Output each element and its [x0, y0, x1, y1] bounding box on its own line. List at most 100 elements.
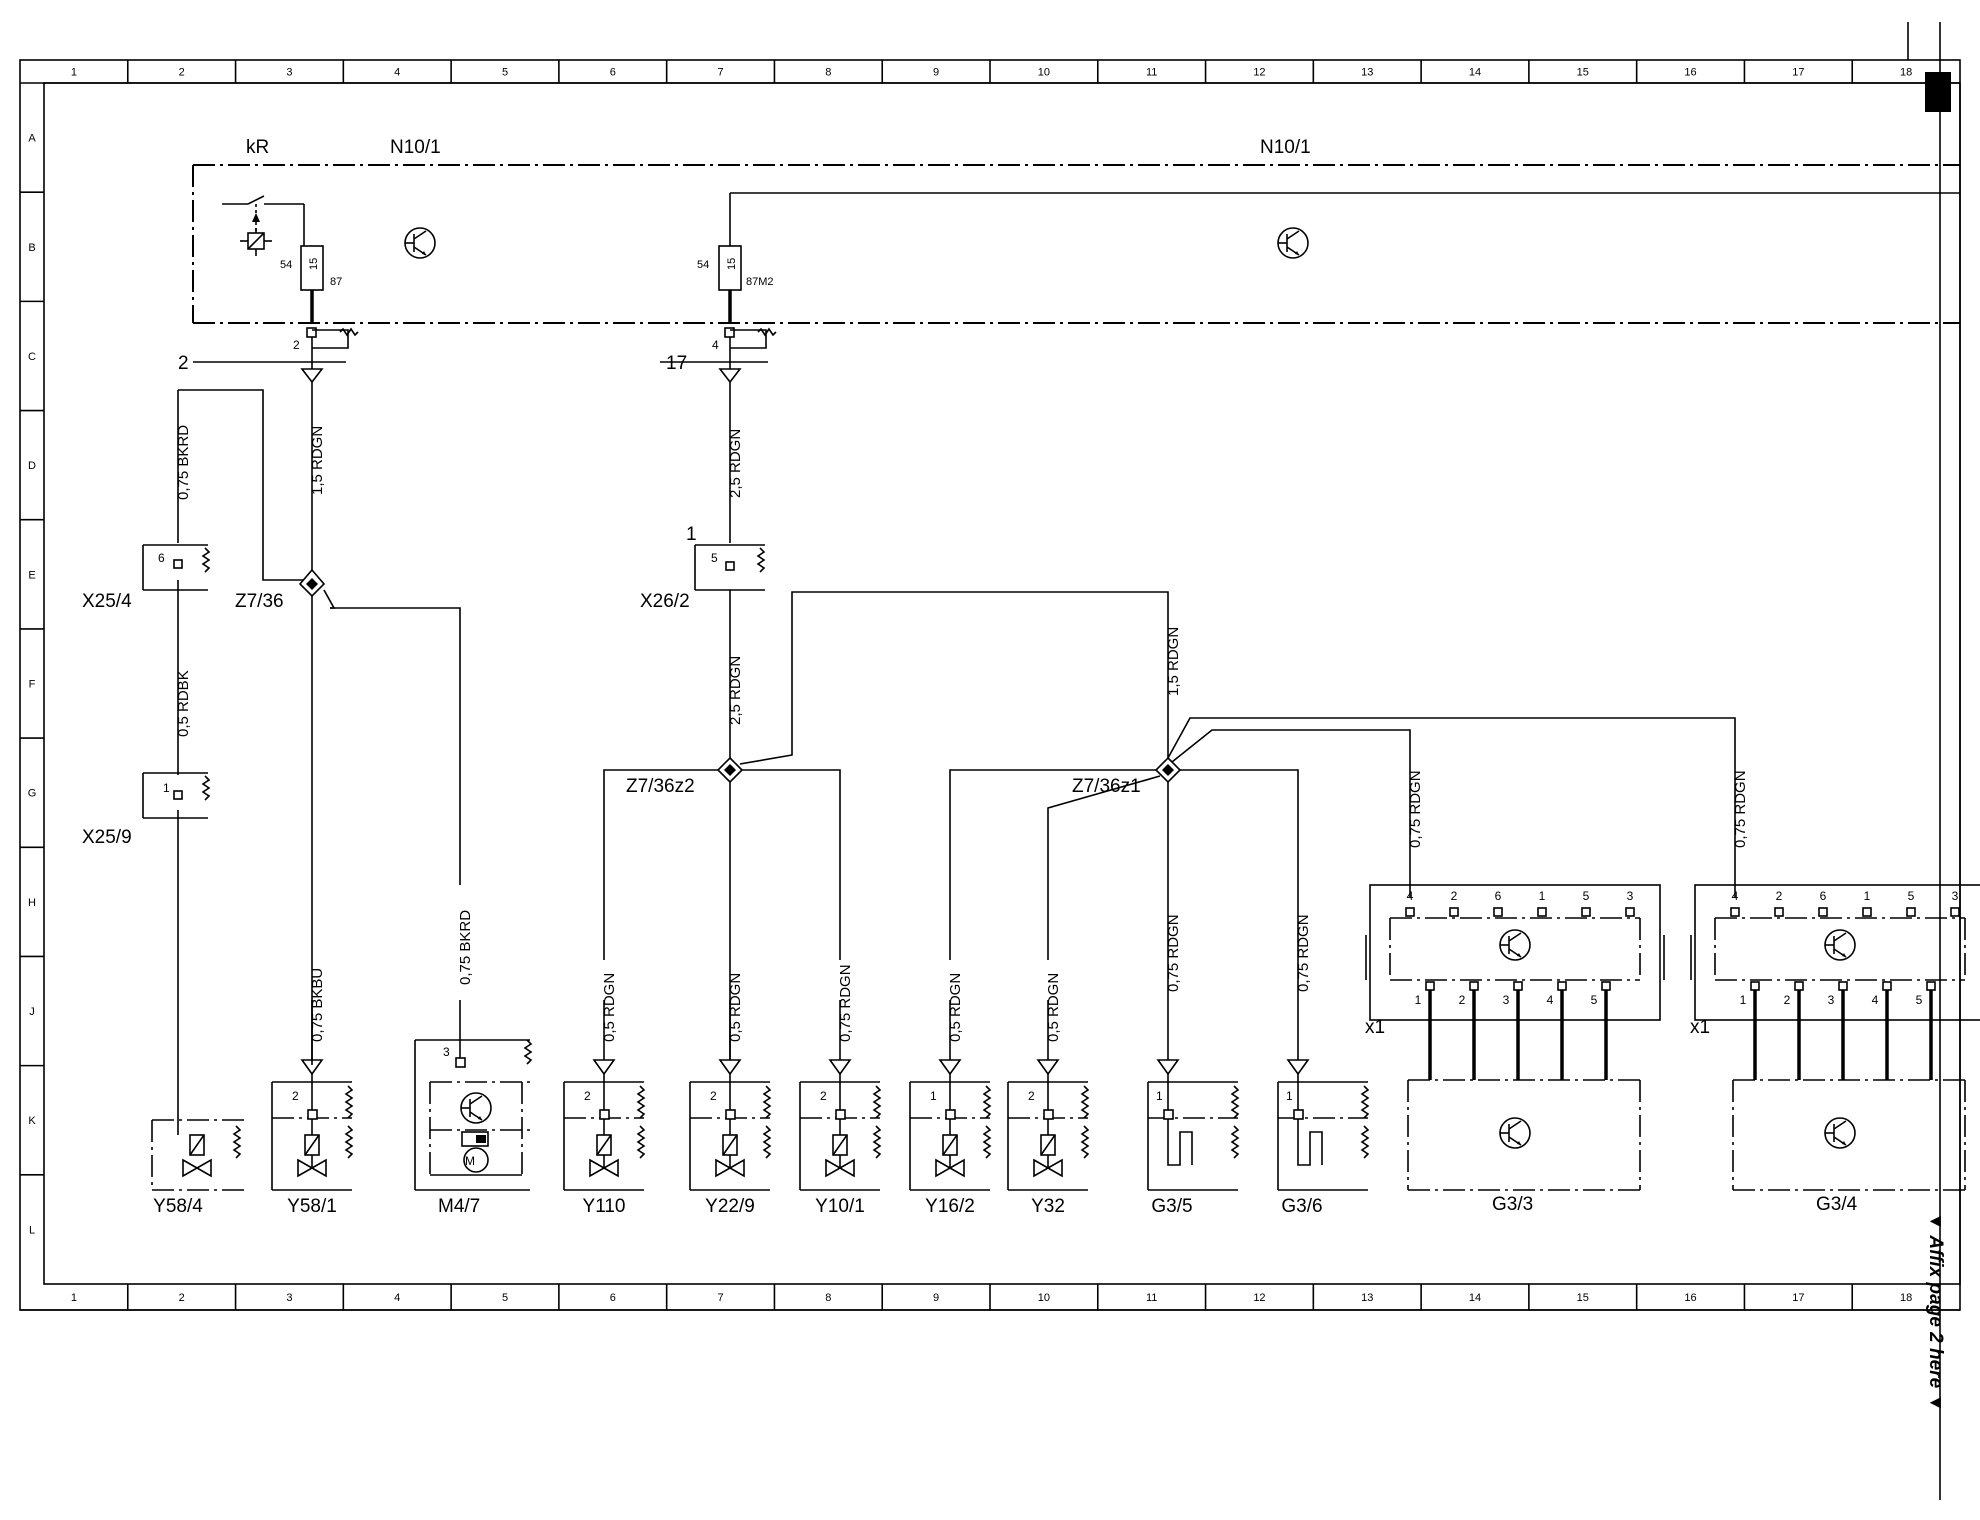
row-letter: B — [28, 242, 35, 254]
component-label-g3-3: G3/3 — [1492, 1194, 1533, 1215]
pin-label: 2 — [292, 1089, 299, 1103]
pin-label: 4 — [1872, 993, 1879, 1007]
row-letter: K — [28, 1115, 36, 1127]
component-label-y22_9: Y22/9 — [705, 1196, 755, 1217]
pin-label: 5 — [1908, 889, 1915, 903]
affix-note: ▼ Affix page 2 here ▼ — [1925, 1212, 1946, 1412]
connector-label-x26-2: X26/2 — [640, 591, 690, 612]
pin-label: 5 — [711, 551, 718, 565]
relay-term-87: 87 — [330, 276, 342, 288]
column-number: 14 — [1469, 67, 1481, 79]
pin-label: 3 — [1828, 993, 1835, 1007]
column-number: 2 — [179, 1292, 185, 1304]
column-number: 18 — [1900, 1292, 1912, 1304]
pin-label: 2 — [1459, 993, 1466, 1007]
column-number: 2 — [179, 67, 185, 79]
pin-label: 4 — [1732, 889, 1739, 903]
column-number: 6 — [610, 67, 616, 79]
connector-x26-2 — [694, 544, 766, 591]
pin-label: 1 — [930, 1089, 937, 1103]
connector-label-x1: x1 — [1365, 1017, 1385, 1038]
column-number: 15 — [1577, 1292, 1589, 1304]
connector-x25-4 — [142, 544, 211, 591]
column-number: 11 — [1146, 1292, 1157, 1304]
pin-label: 17 — [666, 353, 687, 374]
pin-label: 3 — [1503, 993, 1510, 1007]
pin-label: 2 — [584, 1089, 591, 1103]
motor-icon: M — [465, 1154, 475, 1168]
row-letter: F — [29, 679, 36, 691]
splice-z7-36z1 — [1154, 756, 1182, 784]
component-label-g3_6: G3/6 — [1281, 1196, 1322, 1217]
row-letter: G — [28, 788, 37, 800]
column-number: 14 — [1469, 1292, 1481, 1304]
row-letter: A — [28, 133, 36, 145]
column-number: 7 — [717, 1292, 723, 1304]
column-number: 13 — [1361, 1292, 1373, 1304]
wire-path — [949, 717, 1736, 1060]
pin-label: 4 — [712, 338, 719, 352]
pin-label: 3 — [1627, 889, 1634, 903]
relay-term-54-center: 54 — [697, 259, 709, 271]
pin-label: 2 — [820, 1089, 827, 1103]
pin-label: 1 — [1286, 1089, 1293, 1103]
column-number: 5 — [502, 1292, 508, 1304]
wire-label: 0,75 RDGN — [1165, 914, 1182, 992]
wire-label: 0,75 BKBU — [309, 968, 326, 1042]
column-number: 9 — [933, 67, 939, 79]
sensor-g3_5: 1G3/5 — [1147, 1059, 1240, 1217]
pin-label: 1 — [686, 524, 697, 545]
column-number: 4 — [394, 1292, 400, 1304]
component-label-g3-4: G3/4 — [1816, 1194, 1858, 1215]
pin-label: 4 — [1407, 889, 1414, 903]
transistor-icon — [1499, 1117, 1531, 1149]
pin-label: 4 — [1547, 993, 1554, 1007]
column-number: 17 — [1792, 67, 1804, 79]
column-number: 3 — [286, 67, 292, 79]
pin-label: 2 — [293, 338, 300, 352]
column-number: 16 — [1684, 1292, 1696, 1304]
pin-label: 2 — [1028, 1089, 1035, 1103]
pin-label: 5 — [1583, 889, 1590, 903]
transistor-icon — [1277, 227, 1309, 259]
pin-label: 3 — [443, 1045, 450, 1059]
pin-label: 6 — [1495, 889, 1502, 903]
component-label-y110: Y110 — [583, 1196, 626, 1217]
module-boundary — [192, 164, 1960, 324]
wire-label: 0,75 BKRD — [457, 910, 474, 985]
pin-label: 3 — [1952, 889, 1959, 903]
column-number: 12 — [1253, 67, 1265, 79]
column-number: 13 — [1361, 67, 1373, 79]
transistor-icon — [460, 1092, 492, 1124]
motor-m4-7 — [414, 1039, 533, 1191]
wire-label: 0,75 RDGN — [1407, 770, 1424, 848]
wire-label: 0,75 BKRD — [175, 425, 192, 500]
transistor-icon — [404, 227, 436, 259]
pin-label: 1 — [1740, 993, 1747, 1007]
pin-label: 2 — [1776, 889, 1783, 903]
splice-label-z7-36z1: Z7/36z1 — [1072, 776, 1141, 797]
relay-switch-icon — [222, 195, 305, 256]
splice-label-z7-36: Z7/36 — [235, 591, 284, 612]
wire-label: 1,5 RDGN — [309, 426, 326, 495]
column-number: 8 — [825, 67, 831, 79]
pin-label: 6 — [158, 551, 165, 565]
component-label-g3_5: G3/5 — [1151, 1196, 1192, 1217]
pin-label: 1 — [1415, 993, 1422, 1007]
relay-term-87m2: 87M2 — [746, 276, 774, 288]
connector-label-x1: x1 — [1690, 1017, 1710, 1038]
pin-label: 6 — [1820, 889, 1827, 903]
pin-label: 1 — [1156, 1089, 1163, 1103]
wire-path — [603, 382, 1169, 1060]
column-number: 4 — [394, 67, 400, 79]
pin-label: 1 — [1864, 889, 1871, 903]
wire-path — [177, 382, 461, 1120]
column-number: 15 — [1577, 67, 1589, 79]
